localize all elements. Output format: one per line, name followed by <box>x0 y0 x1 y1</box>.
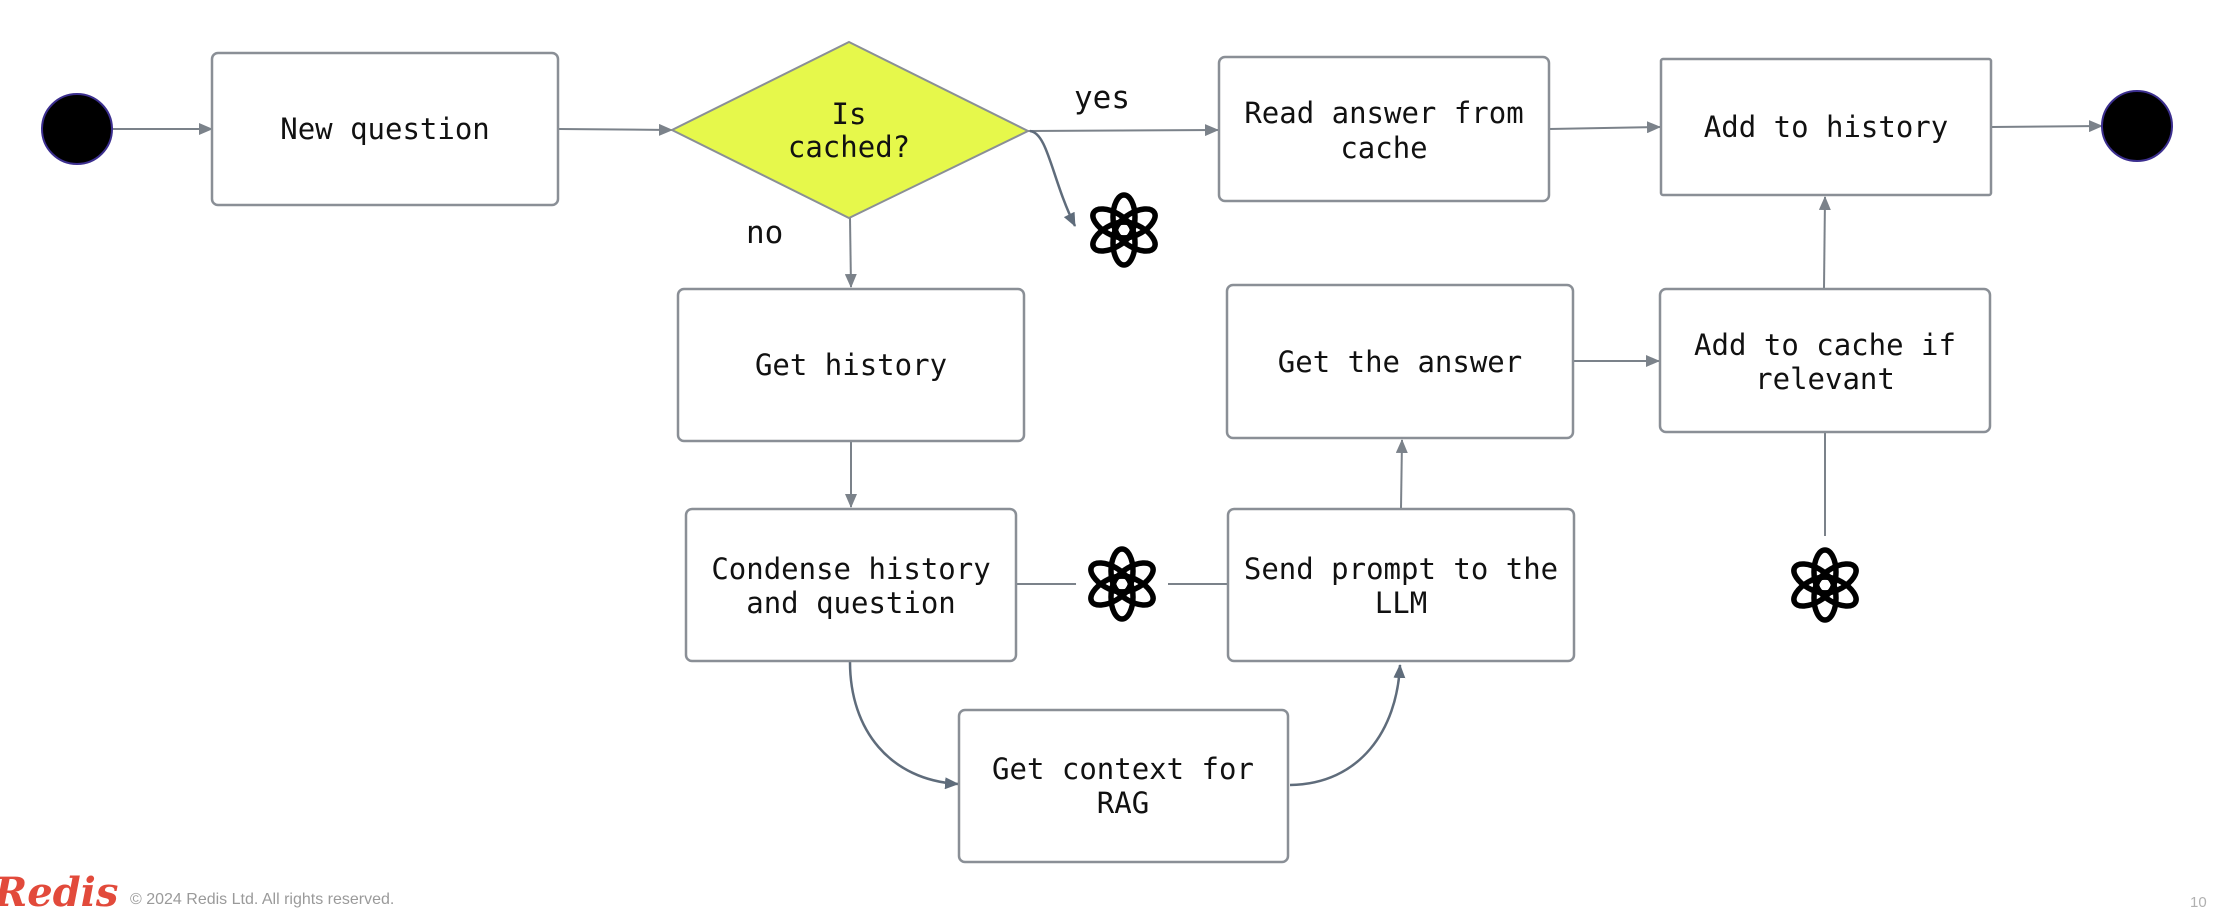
node-label-line1: Condense history <box>711 552 990 586</box>
edge-readcache-addhistory <box>1548 121 1661 134</box>
edges <box>112 120 2103 790</box>
node-label-line2: LLM <box>1375 586 1427 620</box>
node-read-cache: Read answer from cache <box>1217 55 1551 203</box>
page-number: 10 <box>2190 894 2207 911</box>
node-add-cache: Add to cache if relevant <box>1658 287 1992 434</box>
start-node <box>41 93 113 165</box>
edge-addcache-addhistory <box>1818 196 1831 289</box>
decision-is-cached: Is cached? <box>669 40 1031 220</box>
node-label-line1: Get context for <box>992 752 1254 786</box>
end-node <box>2101 90 2173 162</box>
edge-getcontext-sendprompt <box>1289 664 1406 787</box>
edge-newquestion-iscached <box>558 123 673 136</box>
edge-label-yes: yes <box>1074 80 1130 116</box>
edge-iscached-readcache <box>1027 124 1219 137</box>
node-label: Add to history <box>1704 110 1948 144</box>
redis-logo: Redis <box>0 869 118 914</box>
node-label-line2: RAG <box>1097 786 1149 820</box>
node-send-prompt: Send prompt to the LLM <box>1226 507 1576 663</box>
node-label-line1: Send prompt to the <box>1244 552 1558 586</box>
edge-addhistory-end <box>1990 120 2103 133</box>
node-label-line1: Read answer from <box>1244 96 1523 130</box>
edge-label-no: no <box>746 215 783 251</box>
node-add-history: Add to history <box>1659 57 1993 197</box>
node-get-context: Get context for RAG <box>957 708 1290 864</box>
edge-sendprompt-getanswer <box>1395 439 1408 509</box>
openai-icon <box>1076 538 1168 630</box>
decision-label-line1: Is <box>832 97 867 131</box>
node-label: Get the answer <box>1278 345 1522 379</box>
node-get-history: Get history <box>676 287 1026 443</box>
node-label-line2: cache <box>1340 131 1427 165</box>
node-label: New question <box>280 112 490 146</box>
node-label-line2: relevant <box>1755 362 1895 396</box>
edge-condense-getcontext <box>848 661 959 790</box>
node-new-question: New question <box>210 51 560 207</box>
edge-iscached-openai <box>1029 129 1077 227</box>
edge-iscached-gethistory <box>844 217 857 288</box>
node-label: Get history <box>755 348 947 382</box>
node-condense: Condense history and question <box>684 507 1018 663</box>
decision-label-line2: cached? <box>788 130 910 164</box>
openai-icon <box>1078 184 1170 276</box>
openai-icon <box>1779 539 1871 631</box>
node-label-line2: and question <box>746 586 956 620</box>
node-label-line1: Add to cache if <box>1694 328 1956 362</box>
node-get-answer: Get the answer <box>1225 283 1575 440</box>
copyright-text: © 2024 Redis Ltd. All rights reserved. <box>130 891 394 908</box>
